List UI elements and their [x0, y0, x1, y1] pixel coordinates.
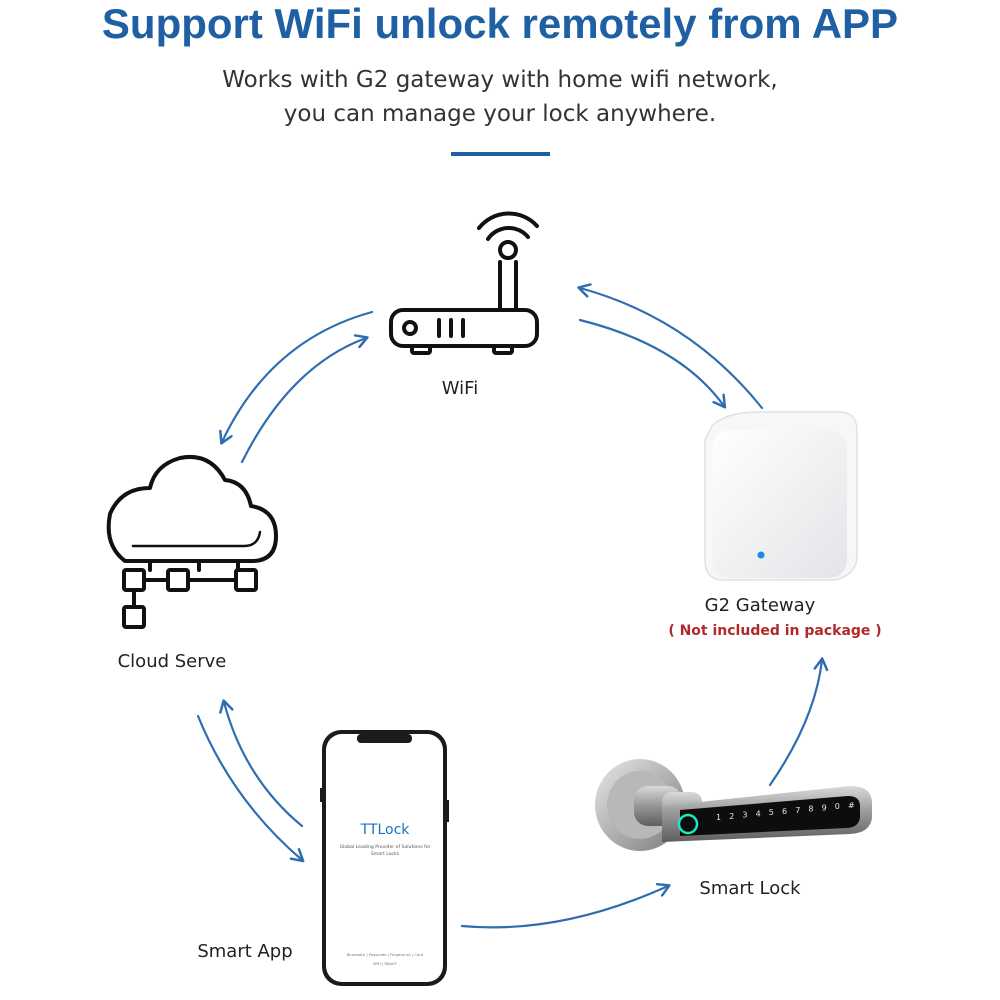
keypad-key: 9 [822, 803, 827, 812]
keypad-key: 0 [835, 802, 840, 811]
cloud-serve-label: Cloud Serve [117, 651, 227, 672]
arrow-wifi-to-cloud [219, 310, 374, 445]
cloud-server-icon [106, 455, 278, 629]
app-tagline-2: Smart Locks [371, 851, 400, 857]
arrow-cloud-to-app [196, 714, 305, 863]
gateway-label: G2 Gateway [704, 595, 816, 616]
smart-app-label: Smart App [197, 941, 293, 962]
smartphone-device: TTLock Global Leading Provider of Soluti… [320, 730, 449, 986]
keypad-key: 5 [769, 808, 774, 817]
keypad-key: 7 [795, 806, 800, 815]
subtitle-line-2: you can manage your lock anywhere. [283, 101, 717, 127]
subtitle-line-1: Works with G2 gateway with home wifi net… [222, 67, 778, 93]
keypad-key: 6 [782, 807, 787, 816]
arrow-wifi-to-gateway [578, 318, 727, 409]
headline: Support WiFi unlock remotely from APP [101, 0, 899, 47]
keypad-key: 8 [808, 805, 813, 814]
app-footer-1: Bluetooth | Passcode | Fingerprint | Car… [347, 952, 424, 957]
wifi-label: WiFi [441, 378, 479, 399]
app-brand: TTLock [360, 822, 411, 838]
keypad-key: 1 [716, 813, 721, 822]
router-icon [389, 211, 539, 355]
keypad-key: 2 [729, 812, 734, 821]
app-tagline-1: Global Leading Provider of Solutions for [340, 844, 431, 850]
arrow-app-to-lock [460, 882, 671, 929]
smart-lock-label: Smart Lock [699, 878, 801, 899]
arrow-app-to-cloud [219, 699, 304, 828]
fingerprint-sensor-icon [677, 813, 699, 835]
arrow-cloud-to-wifi [240, 334, 369, 464]
arrow-lock-to-gateway [768, 657, 829, 787]
gateway-led-icon [757, 551, 765, 559]
keypad-key: # [848, 801, 855, 810]
keypad-key: 3 [742, 811, 747, 820]
gateway-device [704, 411, 858, 581]
title-divider [451, 152, 550, 156]
gateway-note: ( Not included in package ) [668, 623, 882, 639]
app-footer-2: WiFi | RB/eIT [373, 961, 397, 966]
arrow-gateway-to-wifi [577, 283, 764, 410]
keypad-key: 4 [756, 809, 761, 818]
